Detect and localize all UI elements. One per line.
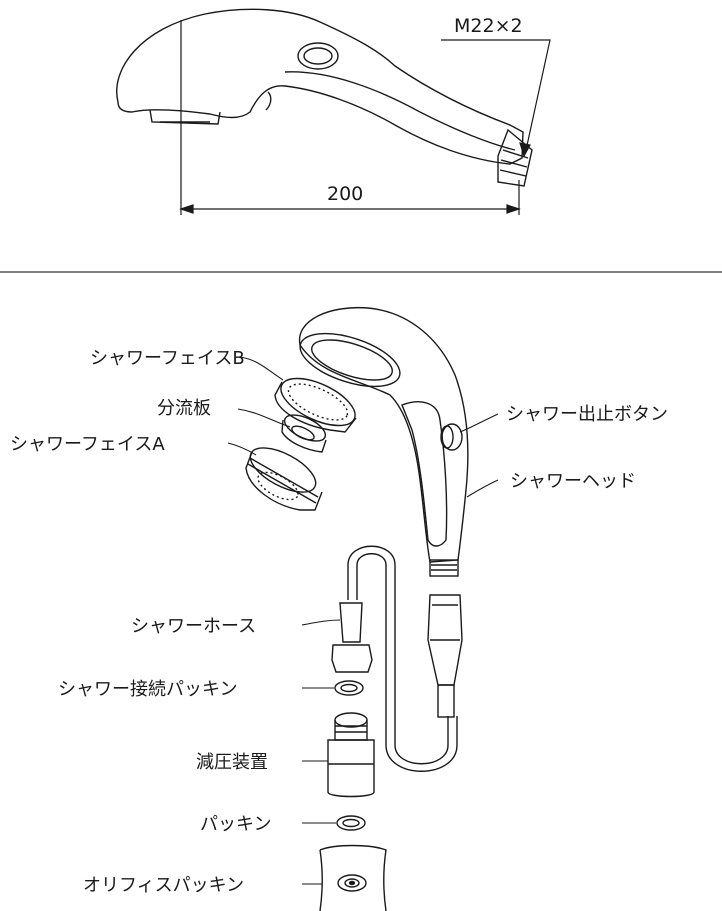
side-view-button-inner [303,47,333,65]
label-packing: パッキン [200,814,271,835]
packing-part [336,815,366,831]
outlet-right [319,844,387,911]
reducer-top [334,712,368,728]
hose-tube-end [437,684,455,718]
front-view-thread-neck [429,559,459,577]
side-view-inner-contour [284,71,516,151]
orifice-packing-outer [337,874,367,892]
connection-packing-part [334,680,364,696]
leader-stop-button [459,413,499,433]
leader-lines [227,356,499,885]
dimension-lines [179,20,551,215]
face-a-ring-2 [247,463,317,504]
label-shower-face-b: シャワーフェイスB [90,348,245,369]
dimension-arrow-left [179,204,194,214]
face-a-nozzles [257,471,299,501]
face-b-side [274,381,357,433]
face-b-holes [287,383,349,421]
thread-line-2 [500,159,528,168]
side-view-button-outer [297,42,339,70]
side-view-body-outline [116,8,524,165]
thread-leader-line [441,39,551,151]
face-b-top [280,377,356,427]
outlet-left [319,849,323,911]
label-connection-packing: シャワー接続パッキン [58,679,237,700]
label-shower-hose: シャワーホース [131,616,256,637]
hose-outer [347,545,449,765]
length-dimension-label: 200 [327,183,363,205]
shower-head-side-view [116,8,533,187]
front-view-spray-ring [299,332,401,388]
hose-base-nut [331,644,373,673]
packing-outer [336,815,366,831]
reducer-body [327,739,375,798]
face-a-ring-1 [249,457,319,498]
dimension-arrow-right [506,204,521,214]
shower-face-a-part [245,447,323,511]
faucet-outlet-part [319,844,387,911]
label-orifice-packing: オリフィスパッキン [83,875,244,896]
hose-inner [356,553,458,772]
label-pressure-reducer: 減圧装置 [196,752,268,773]
hose-base-end [339,602,363,643]
leader-shower-head [466,479,499,498]
leader-face-a [227,442,257,456]
leader-face-b [239,356,284,381]
connection-packing-outer [334,680,364,696]
front-view-stop-button-cap [440,425,454,449]
face-a-side [245,451,323,511]
front-view-stop-button [441,423,463,451]
front-view-head-body [298,306,469,563]
packing-inner [342,818,360,828]
connection-packing-inner [340,683,358,693]
shower-hose-part [331,545,463,772]
thread-leader-arrow [519,142,531,158]
orifice-packing-hole [348,880,356,886]
leader-hose [301,619,341,626]
label-shower-head: シャワーヘッド [510,471,636,492]
thread-line-3 [499,169,527,177]
diverter-side [281,419,327,453]
diverter-plate-part [281,414,327,453]
label-diverter-plate: 分流板 [157,398,211,419]
side-view-spray-face [149,109,221,125]
orifice-packing-mid [344,878,360,888]
leader-diverter [237,408,291,428]
front-view-spray-ring-inner [311,339,393,381]
reducer-thread [334,720,368,741]
label-shower-face-a: シャワーフェイスA [10,434,165,455]
front-view-handle-panel [401,401,448,547]
shower-head-front-view [298,306,469,577]
face-a-top [249,447,317,493]
side-view-thread-end [497,128,533,187]
pressure-reducer-part [327,712,375,798]
side-view-underside [265,91,272,111]
label-stop-button: シャワー出止ボタン [506,404,668,425]
thread-spec-label: M22×2 [454,15,523,37]
diverter-hub [291,425,315,441]
